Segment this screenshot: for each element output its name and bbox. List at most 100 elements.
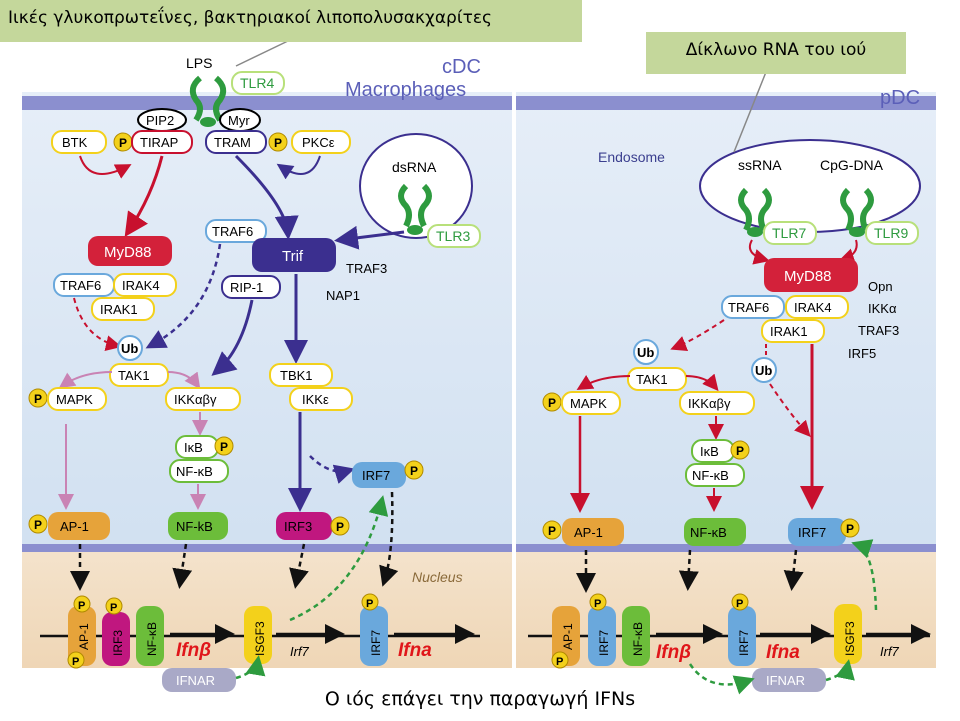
arrow-btk-tirap [79,155,132,179]
ifnar-left-label: IFNAR [176,673,215,688]
tirap-box [131,130,193,154]
traf6-right-box [721,295,785,319]
tlr7-label: TLR7 [772,225,806,241]
tak1-right-label: TAK1 [636,372,668,387]
ub-right-a-label: Ub [637,345,654,360]
irak1-left-label: IRAK1 [100,302,138,317]
ikb-right-phospho [730,440,750,460]
nuc-nfkb-left-label: NF-κB [145,622,159,656]
import-irf7-left [379,491,399,587]
tak1-left-label: TAK1 [118,368,150,383]
traf6-box-a [205,219,267,243]
tirap-label: TIRAP [140,135,178,150]
trif-box [252,238,336,272]
pdc-heading: pDC [880,87,920,109]
nuc-irf7-left-phospho-label: P [366,598,373,610]
ikke-box [289,387,353,411]
ikb-left-phospho-label: P [220,440,228,454]
nuc-nfkb-right-label: NF-κB [631,622,645,656]
pip2-label: PIP2 [146,113,174,128]
ikka-label: IKKα [868,301,897,316]
myd88-left [88,236,172,266]
mapk-left-label: MAPK [56,392,93,407]
tbk1-label: TBK1 [280,368,313,383]
tram-phospho-label: P [274,136,282,150]
cpg-label: CpG-DNA [820,157,884,173]
nuc-ap1-right-phospho-a-label: P [556,656,563,668]
irak1-right-label: IRAK1 [770,324,808,339]
callout-right-pointer [733,71,767,153]
nuc-ap1-left-phospho-a [73,595,91,613]
nuc-irf7-right-a-phospho [589,593,607,611]
isgf3-to-irf7-left-loop [289,495,389,622]
nuc-irf7-right-b-phospho [731,593,749,611]
ifnar-right-label: IFNAR [766,673,805,688]
nuc-nfkb-right [622,606,650,666]
traf3-right-label: TRAF3 [858,323,899,338]
tirap-phospho-label: P [119,136,127,150]
irak4-left-label: IRAK4 [122,278,160,293]
ifna-right-label: Ifna [766,642,800,663]
nucleus-heading: Nucleus [412,569,463,585]
tak1-right-box [627,367,687,391]
myd88-right-label: MyD88 [784,268,832,285]
opn-label: Opn [868,279,893,294]
nap1-label: NAP1 [326,288,360,303]
irf7-gene-left-label: Irf7 [290,644,310,659]
nuc-isgf3-left-label: ISGF3 [253,621,267,656]
rip1-label: RIP-1 [230,280,263,295]
nuc-isgf3-left [244,606,272,664]
tlr4-receptor [189,75,227,127]
nuc-irf7-right-a-label: IRF7 [597,630,611,656]
mapk-right-phospho-label: P [548,396,556,410]
irf7-right-box [788,518,846,546]
pkce-box [291,130,351,154]
nfkb-right-label: NF-κB [690,525,727,540]
tlr3-box [427,224,481,248]
callout-dsrna: Δίκλωνο RNA του ιού [646,32,906,74]
irf7-left-phospho-label: P [410,464,418,478]
irak4-left-box [113,273,177,297]
ub-right-b [751,357,777,383]
arrow-ikke-irf7 [309,455,355,484]
nuc-irf7-right-a [588,606,616,666]
trif-label: Trif [282,248,304,265]
dsrna-label: dsRNA [392,159,437,175]
callout-left-pointer [235,39,291,67]
irf7-left-box [352,462,406,488]
import-nfkb-right [678,549,699,591]
isgf3-to-irf7-right-loop [851,539,878,611]
ikb-left-phospho [214,436,234,456]
nuc-irf3-left-phospho-label: P [110,602,117,614]
ap1-right-phospho [542,520,562,540]
traf3-left-label: TRAF3 [346,261,387,276]
ifnar-right [752,668,826,692]
nuc-isgf3-right-label: ISGF3 [843,621,857,656]
irak1-right-box [761,319,825,343]
pkce-label: PKCε [302,135,335,150]
ub-right-b-label: Ub [755,363,772,378]
endosome-heading: Endosome [598,149,665,165]
nfkb-left-label: NF-kB [176,519,213,534]
rip1-box [221,275,281,299]
myr-label: Myr [228,113,250,128]
irf7-gene-right-label: Irf7 [880,644,900,659]
tbk1-box [269,363,333,387]
nuc-ap1-left [68,606,96,666]
btk-box [51,130,107,154]
mapk-right-label: MAPK [570,396,607,411]
arrow-pkce-tram [276,155,321,180]
irf3-left-label: IRF3 [284,519,312,534]
ifnar-to-isgf3-right-loop [825,659,855,682]
nuc-ap1-right-label: AP-1 [561,623,575,650]
irak4-right-box [785,295,849,319]
arrow-tak1-mapk [58,371,113,389]
ap1-right-phospho-label: P [548,524,556,538]
ap1-left-phospho-label: P [34,518,42,532]
tlr4-label: TLR4 [240,75,274,91]
nuc-ap1-left-label: AP-1 [77,623,91,650]
irf7-right-phospho-label: P [846,522,854,536]
traf6-label-a: TRAF6 [212,224,253,239]
ap1-left-box [48,512,110,540]
